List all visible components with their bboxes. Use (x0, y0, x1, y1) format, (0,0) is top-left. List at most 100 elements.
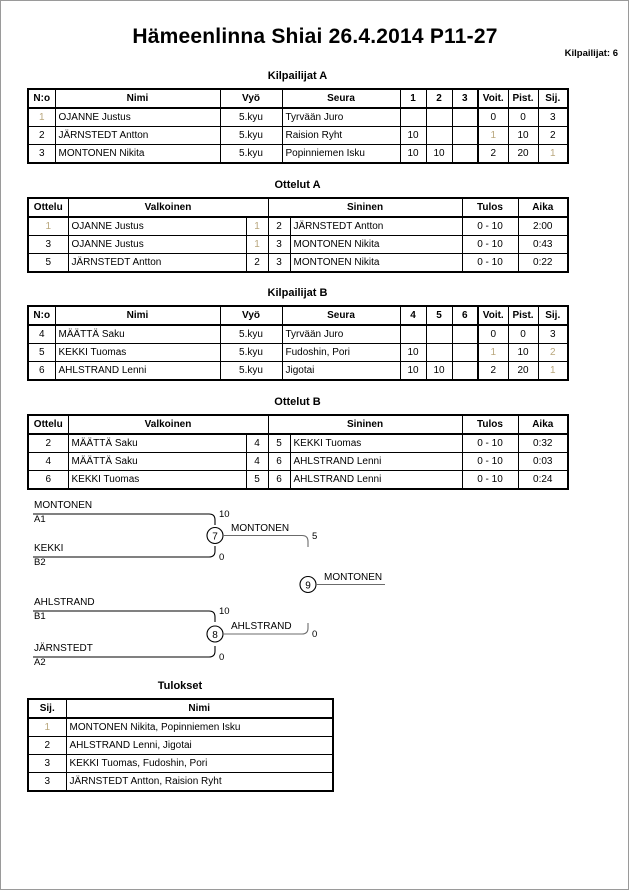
cell-result: 0 - 10 (461, 452, 519, 471)
cell-wins: 1 (477, 126, 509, 145)
cell-score-3 (451, 361, 479, 381)
bracket-semifinal-score: 0 (312, 629, 317, 640)
cell-wins: 0 (477, 107, 509, 127)
cell-name: KEKKI Tuomas (54, 343, 221, 362)
col-rank: Sij. (537, 88, 569, 109)
cell-match-no: 6 (27, 470, 69, 490)
cell-white-no: 4 (245, 433, 269, 453)
col-opp-2: 2 (425, 88, 453, 109)
table-row: 3 MONTONEN Nikita 5.kyu Popinniemen Isku… (27, 144, 569, 164)
cell-white-name: OJANNE Justus (67, 235, 247, 254)
cell-name: KEKKI Tuomas, Fudoshin, Pori (65, 754, 334, 773)
col-rank: Sij. (537, 305, 569, 326)
cell-white-name: OJANNE Justus (67, 216, 247, 236)
col-result: Tulos (461, 197, 519, 218)
bracket-entry-score: 10 (219, 606, 230, 617)
bracket-champion: MONTONEN (324, 572, 382, 583)
col-opp-4: 4 (399, 305, 427, 326)
pool-a-caption: Kilpailijat A (267, 70, 328, 82)
matches-a-table: Ottelu Valkoinen Sininen Tulos Aika 1 OJ… (27, 197, 569, 273)
cell-rank: 3 (537, 107, 569, 127)
cell-result: 0 - 10 (461, 433, 519, 453)
col-no: N:o (27, 88, 56, 109)
cell-score-2 (425, 343, 453, 362)
cell-points: 0 (507, 107, 539, 127)
pool-a-header-row: N:o Nimi Vyö Seura 1 2 3 Voit. Pist. Sij… (27, 88, 569, 109)
pool-a-table: N:o Nimi Vyö Seura 1 2 3 Voit. Pist. Sij… (27, 88, 569, 164)
cell-white-no: 2 (245, 253, 269, 273)
cell-time: 0:43 (517, 235, 569, 254)
results-header-row: Sij. Nimi (27, 698, 334, 719)
cell-name: AHLSTRAND Lenni, Jigotai (65, 736, 334, 755)
cell-score-3 (451, 343, 479, 362)
bracket-match-number: 7 (212, 532, 218, 543)
cell-rank: 2 (537, 126, 569, 145)
cell-name: AHLSTRAND Lenni (54, 361, 221, 381)
bracket-entry-seed: B2 (34, 557, 46, 568)
col-club: Seura (281, 305, 401, 326)
cell-club: Jigotai (281, 361, 401, 381)
cell-blue-no: 3 (267, 253, 291, 273)
col-wins: Voit. (477, 305, 509, 326)
cell-belt: 5.kyu (219, 126, 283, 145)
cell-belt: 5.kyu (219, 361, 283, 381)
results-caption: Tulokset (157, 680, 203, 692)
table-row: 5 JÄRNSTEDT Antton 2 3 MONTONEN Nikita 0… (27, 253, 569, 273)
col-rank: Sij. (27, 698, 67, 719)
cell-result: 0 - 10 (461, 235, 519, 254)
cell-name: MÄÄTTÄ Saku (54, 324, 221, 344)
cell-time: 0:24 (517, 470, 569, 490)
cell-blue-name: AHLSTRAND Lenni (289, 470, 463, 490)
cell-blue-no: 6 (267, 470, 291, 490)
col-club: Seura (281, 88, 401, 109)
cell-blue-no: 5 (267, 433, 291, 453)
cell-result: 0 - 10 (461, 216, 519, 236)
table-row: 2 JÄRNSTEDT Antton 5.kyu Raision Ryht 10… (27, 126, 569, 145)
cell-score-2: 10 (425, 361, 453, 381)
cell-score-1 (399, 107, 427, 127)
cell-time: 2:00 (517, 216, 569, 236)
cell-points: 0 (507, 324, 539, 344)
col-time: Aika (517, 197, 569, 218)
cell-club: Fudoshin, Pori (281, 343, 401, 362)
matches-b-table: Ottelu Valkoinen Sininen Tulos Aika 2 MÄ… (27, 414, 569, 490)
bracket-match-number: 8 (212, 630, 218, 641)
table-row: 3 OJANNE Justus 1 3 MONTONEN Nikita 0 - … (27, 235, 569, 254)
cell-blue-no: 2 (267, 216, 291, 236)
matches-b-caption: Ottelut B (274, 396, 321, 408)
cell-name: JÄRNSTEDT Antton, Raision Ryht (65, 772, 334, 792)
col-opp-6: 6 (451, 305, 479, 326)
cell-points: 10 (507, 343, 539, 362)
bracket-entry-seed: A2 (34, 657, 46, 668)
cell-belt: 5.kyu (219, 144, 283, 164)
col-name: Nimi (54, 305, 221, 326)
bracket-diagram: MONTONEN A1 10 KEKKI B2 0 7 MONTONEN 5 A… (0, 495, 630, 680)
cell-blue-name: MONTONEN Nikita (289, 253, 463, 273)
cell-no: 5 (27, 343, 56, 362)
cell-no: 6 (27, 361, 56, 381)
cell-score-2 (425, 324, 453, 344)
cell-club: Raision Ryht (281, 126, 401, 145)
col-name: Nimi (65, 698, 334, 719)
col-result: Tulos (461, 414, 519, 435)
cell-white-no: 1 (245, 235, 269, 254)
cell-belt: 5.kyu (219, 107, 283, 127)
col-points: Pist. (507, 305, 539, 326)
bracket-final-number: 9 (305, 581, 311, 592)
table-row: 6 AHLSTRAND Lenni 5.kyu Jigotai 10 10 2 … (27, 361, 569, 381)
matches-b-header-row: Ottelu Valkoinen Sininen Tulos Aika (27, 414, 569, 435)
cell-score-1: 10 (399, 361, 427, 381)
cell-no: 4 (27, 324, 56, 344)
cell-blue-name: MONTONEN Nikita (289, 235, 463, 254)
col-belt: Vyö (219, 88, 283, 109)
col-belt: Vyö (219, 305, 283, 326)
cell-rank: 3 (537, 324, 569, 344)
cell-score-3 (451, 107, 479, 127)
cell-club: Tyrvään Juro (281, 324, 401, 344)
page-title: Hämeenlinna Shiai 26.4.2014 P11-27 (132, 25, 498, 48)
bracket-entry-name: MONTONEN (34, 500, 92, 511)
table-row: 3 JÄRNSTEDT Antton, Raision Ryht (27, 772, 334, 792)
cell-name: JÄRNSTEDT Antton (54, 126, 221, 145)
cell-rank: 3 (27, 754, 67, 773)
cell-white-no: 4 (245, 452, 269, 471)
